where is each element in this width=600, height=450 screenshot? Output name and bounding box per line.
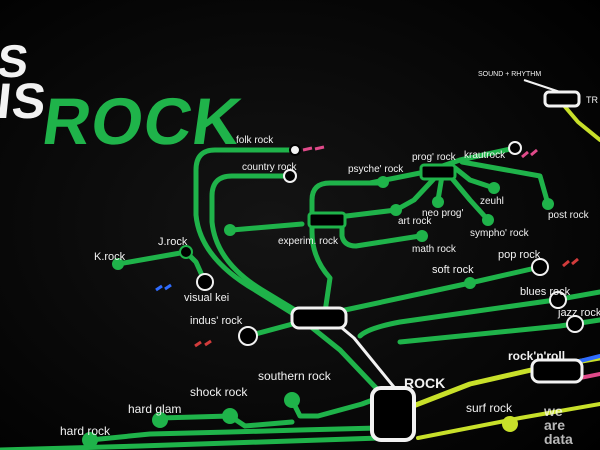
station-jrock xyxy=(179,245,193,259)
station-country xyxy=(283,169,297,183)
station-southern xyxy=(284,392,300,408)
label-sympho: sympho' rock xyxy=(470,228,530,239)
label-zeuhl: zeuhl xyxy=(480,196,504,207)
label-experim: experim. rock xyxy=(278,236,339,247)
headline-rock: ROCK xyxy=(38,84,247,158)
label-jazz: jazz rock xyxy=(557,307,600,319)
route-hatches xyxy=(155,145,579,348)
station-sympho xyxy=(482,214,494,226)
label-visualkei: visual kei xyxy=(184,292,229,304)
station-surf xyxy=(502,416,518,432)
station-post xyxy=(542,198,554,210)
label-prog: prog' rock xyxy=(412,152,457,163)
station-krock xyxy=(112,258,124,270)
station-soft xyxy=(464,277,476,289)
station-indus xyxy=(238,326,258,346)
station-hardglam xyxy=(152,412,168,428)
label-artrock: art rock xyxy=(398,216,432,227)
label-neoprog: neo prog' xyxy=(422,208,463,219)
route-lines xyxy=(0,93,600,450)
label-kraut: krautrock xyxy=(464,150,506,161)
label-hardglam: hard glam xyxy=(128,402,181,416)
label-country: country rock xyxy=(242,162,297,173)
station-jazz xyxy=(566,315,584,333)
headline-line-2: IS xyxy=(0,73,50,129)
label-psyche: psyche' rock xyxy=(348,164,404,175)
route-blues xyxy=(357,289,600,339)
route-country xyxy=(209,173,308,319)
route-jazz xyxy=(397,317,600,345)
label-southern: southern rock xyxy=(258,369,332,383)
label-postrock: post rock xyxy=(548,210,590,221)
interchange-sound xyxy=(543,90,581,108)
station-hardrock xyxy=(82,432,98,448)
interchanges xyxy=(290,79,584,442)
route-shock xyxy=(157,413,295,429)
station-visualkei xyxy=(196,273,214,291)
route-art xyxy=(327,165,447,221)
sound-connector xyxy=(523,79,561,93)
label-hardrock: hard rock xyxy=(60,424,111,438)
label-krock: K.rock xyxy=(94,251,126,263)
station-shock xyxy=(222,408,238,424)
interchange-experim xyxy=(307,211,347,229)
station-folk xyxy=(289,144,301,156)
label-folk: folk rock xyxy=(236,135,274,146)
route-yellow-low xyxy=(416,402,600,440)
interchange-rock xyxy=(370,386,416,442)
interchange-rocknroll xyxy=(530,358,584,384)
station-pop xyxy=(531,258,549,276)
route-psyche xyxy=(309,180,381,224)
route-southern xyxy=(289,395,381,419)
route-post xyxy=(459,159,551,207)
route-zeuhl xyxy=(452,165,497,191)
interchange-prog xyxy=(419,163,457,181)
interchange-indus xyxy=(290,306,348,330)
label-indus: indus' rock xyxy=(190,315,243,327)
label-jrock: J.rock xyxy=(158,236,188,248)
label-rock: ROCK xyxy=(404,375,445,391)
route-jrock xyxy=(115,249,208,285)
label-shock: shock rock xyxy=(190,385,248,399)
route-hard xyxy=(87,425,381,443)
route-sympho xyxy=(447,173,491,223)
label-sound: SOUND + RHYTHM xyxy=(478,71,541,78)
stations xyxy=(82,141,584,448)
station-zeuhl xyxy=(488,182,500,194)
label-pop: pop rock xyxy=(498,249,541,261)
station-experim xyxy=(224,224,236,236)
label-surf: surf rock xyxy=(466,401,513,415)
watermark-logo: we are data xyxy=(544,404,594,446)
label-blues: blues rock xyxy=(520,286,571,298)
label-rocknroll: rock'n'roll xyxy=(508,349,565,363)
station-labels: folk rock country rock psyche' rock prog… xyxy=(60,71,600,438)
label-soft: soft rock xyxy=(432,264,474,276)
station-math xyxy=(416,230,428,242)
route-experim xyxy=(229,221,305,233)
route-psyche-ext xyxy=(309,218,333,315)
route-low xyxy=(0,435,383,450)
watermark-line-2: are xyxy=(544,417,566,433)
watermark-line-3: data xyxy=(544,431,573,447)
label-math: math rock xyxy=(412,244,457,255)
station-neoprog xyxy=(432,196,444,208)
station-kraut xyxy=(508,141,522,155)
route-main xyxy=(302,319,381,393)
label-tr: TR xyxy=(586,95,598,105)
route-math xyxy=(339,221,423,249)
station-blues xyxy=(549,291,567,309)
watermark-line-1: we xyxy=(544,403,563,419)
route-folk xyxy=(193,147,303,321)
station-art xyxy=(390,204,402,216)
station-psyche xyxy=(377,176,389,188)
